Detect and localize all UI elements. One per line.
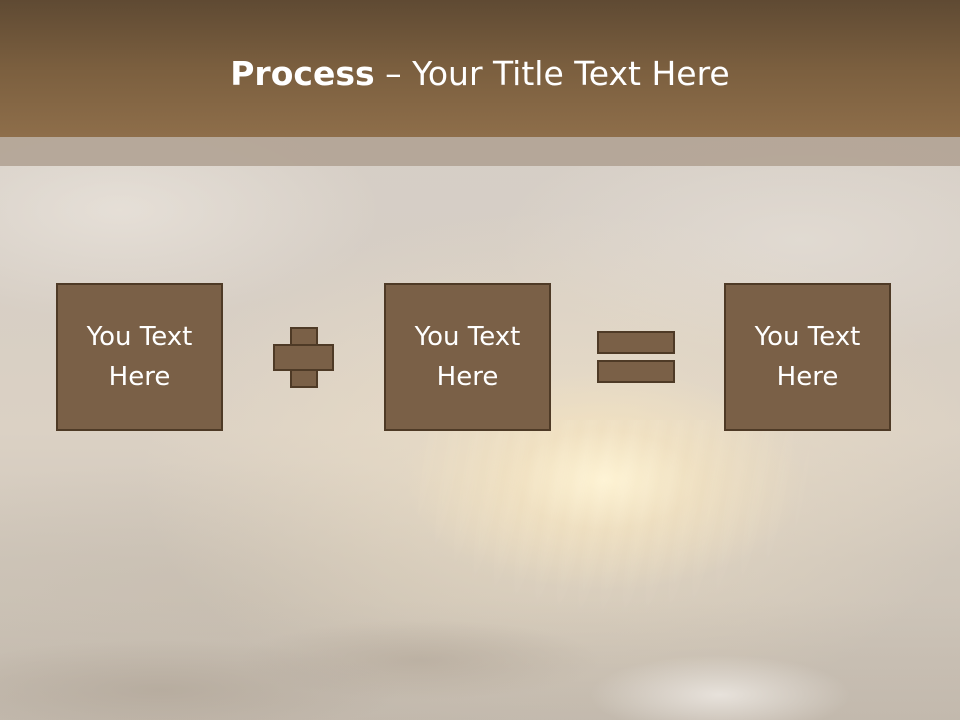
equals-top-bar bbox=[597, 331, 675, 354]
rocky-foreground bbox=[0, 600, 960, 720]
process-box-2: You Text Here bbox=[384, 283, 551, 431]
title-bar bbox=[0, 0, 960, 137]
equals-bottom-bar bbox=[597, 360, 675, 383]
slide-title: Process – Your Title Text Here bbox=[0, 52, 960, 96]
title-band bbox=[0, 137, 960, 166]
box-text-line-2: Here bbox=[108, 362, 171, 392]
title-separator: – bbox=[374, 54, 413, 93]
box-text-line-1: You Text bbox=[86, 322, 193, 352]
box-text-line-2: Here bbox=[436, 362, 499, 392]
box-text-line-2: Here bbox=[776, 362, 839, 392]
title-rest: Your Title Text Here bbox=[412, 54, 730, 93]
box-text-line-1: You Text bbox=[414, 322, 521, 352]
box-text-line-1: You Text bbox=[754, 322, 861, 352]
process-box-3: You Text Here bbox=[724, 283, 891, 431]
plus-center bbox=[292, 346, 316, 369]
process-box-1: You Text Here bbox=[56, 283, 223, 431]
title-bold: Process bbox=[230, 54, 375, 93]
